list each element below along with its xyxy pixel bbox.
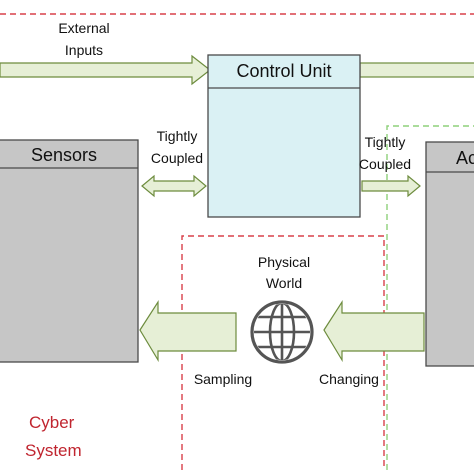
sensors-title: Sensors [31,145,97,165]
actuators-title: Ac [456,148,474,168]
external-inputs-line1: External [58,20,109,36]
tightly-coupled-left-line2: Coupled [151,150,203,166]
physical-world-line2: World [266,275,302,291]
control-unit-title: Control Unit [236,61,331,81]
control-unit-box [207,54,361,218]
physical-world-line1: Physical [258,254,310,270]
physical-system-boundary [386,125,474,470]
globe-icon [250,300,314,364]
tightly-coupled-right-line1: Tightly [365,134,406,150]
control-output-bar [359,62,474,78]
tightly-coupled-right-line2: Coupled [359,156,411,172]
sampling-label: Sampling [194,371,252,387]
tightly-coupled-left-line1: Tightly [157,128,198,144]
sensor-control-double-arrow [141,174,207,198]
cyber-system-boundary [0,13,474,470]
cyber-system-line1: Cyber [29,413,75,432]
external-input-arrow [0,54,211,86]
changing-label: Changing [319,371,379,387]
changing-arrow [323,299,425,363]
cyber-system-line2: System [25,441,82,460]
sensors-box [0,139,139,363]
control-actuator-arrow [361,174,421,198]
external-inputs-line2: Inputs [65,42,103,58]
sampling-arrow [139,299,237,363]
actuators-box [425,141,474,367]
